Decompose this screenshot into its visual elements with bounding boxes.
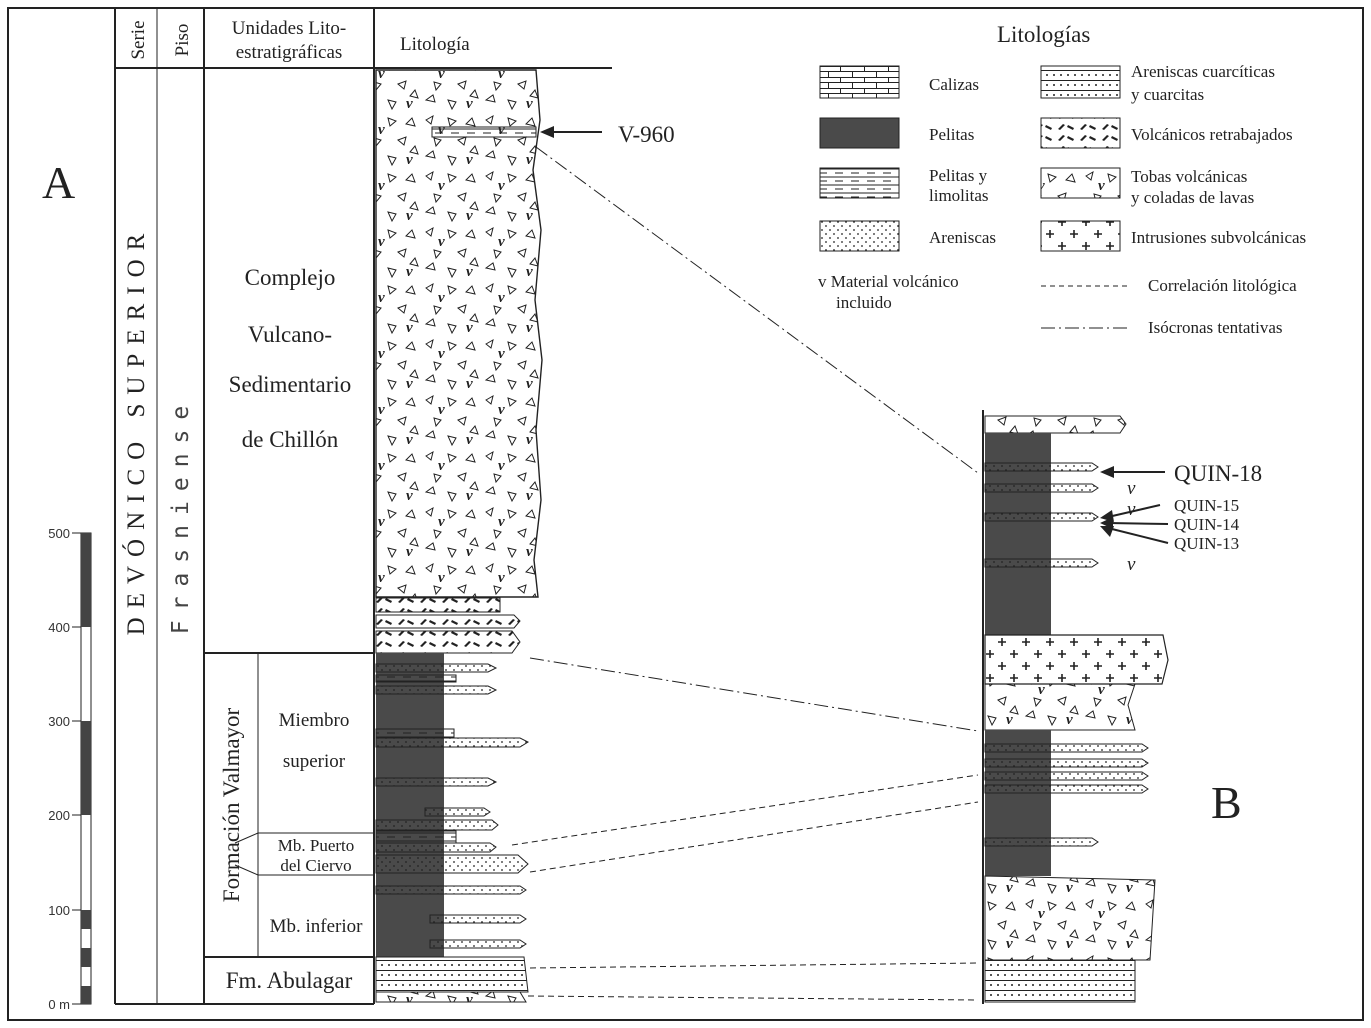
legend-isocronas: Isócronas tentativas [1148,318,1283,337]
unit-puerto-line2: del Ciervo [280,856,351,875]
header-serie: Serie [128,20,149,59]
unit-complejo-line2: Vulcano- [248,322,332,347]
legend-pelitas-limolitas-line1: Pelitas y [929,166,988,185]
scale-tick-200: 200 [48,808,70,823]
sample-arrows [540,126,1169,544]
sample-quin18: QUIN-18 [1174,461,1262,486]
figure-frame [7,7,1364,1021]
legend [819,65,1127,329]
header-piso: Piso [172,24,193,57]
unit-complejo-line1: Complejo [245,265,336,290]
header-litologia: Litología [400,34,470,55]
scale-tick-100: 100 [48,903,70,918]
sample-quin15: QUIN-15 [1174,496,1239,515]
unit-complejo-line3: Sedimentario [229,372,352,397]
legend-tobas-line2: y coladas de lavas [1131,188,1254,207]
serie-label: DEVÓNICO SUPERIOR [122,225,150,636]
scale-tick-0: 0 m [48,997,70,1012]
svg-text:v: v [1127,499,1136,520]
column-b-lithology: v v v [982,410,1169,1004]
panel-b-label: B [1211,777,1242,828]
sample-quin14: QUIN-14 [1174,515,1240,534]
legend-cuarcitas-line2: y cuarcitas [1131,85,1204,104]
piso-label: Frasniense [168,396,194,634]
scale-bar [72,532,92,1005]
correlation-lines [511,146,979,1001]
svg-text:v: v [1127,478,1136,499]
legend-pelitas: Pelitas [929,125,974,144]
legend-title: Litologías [997,22,1090,47]
sample-quin13: QUIN-13 [1174,534,1239,553]
unit-miembro-superior-line1: Miembro [279,710,350,731]
unit-puerto-line1: Mb. Puerto [278,836,355,855]
stratigraphic-table [114,8,612,1005]
legend-pelitas-limolitas-line2: limolitas [929,186,989,205]
legend-cuarcitas-line1: Areniscas cuarcíticas [1131,62,1275,81]
scale-tick-300: 300 [48,714,70,729]
column-a-lithology [375,69,543,1003]
header-unidades-line1: Unidades Lito- [232,18,347,39]
panel-a-label: A [42,157,75,208]
legend-intrusiones: Intrusiones subvolcánicas [1131,228,1306,247]
unit-valmayor: Formación Valmayor [219,707,244,902]
scale-tick-400: 400 [48,620,70,635]
scale-tick-500: 500 [48,526,70,541]
legend-material-line2: incluido [836,293,892,312]
unit-miembro-superior-line2: superior [283,751,346,772]
legend-correlacion: Correlación litológica [1148,276,1297,295]
sample-v960: V-960 [618,122,675,147]
header-unidades-line2: estratigráficas [236,42,343,63]
unit-complejo-line4: de Chillón [242,427,339,452]
svg-text:v: v [1127,554,1136,575]
unit-fm-abulagar: Fm. Abulagar [226,968,353,993]
legend-material-line1: v Material volcánico [818,272,959,291]
unit-mb-inferior: Mb. inferior [270,916,364,937]
legend-volcanicos-retrabajados: Volcánicos retrabajados [1131,125,1293,144]
legend-areniscas: Areniscas [929,228,996,247]
legend-calizas: Calizas [929,75,979,94]
legend-tobas-line1: Tobas volcánicas [1131,167,1247,186]
